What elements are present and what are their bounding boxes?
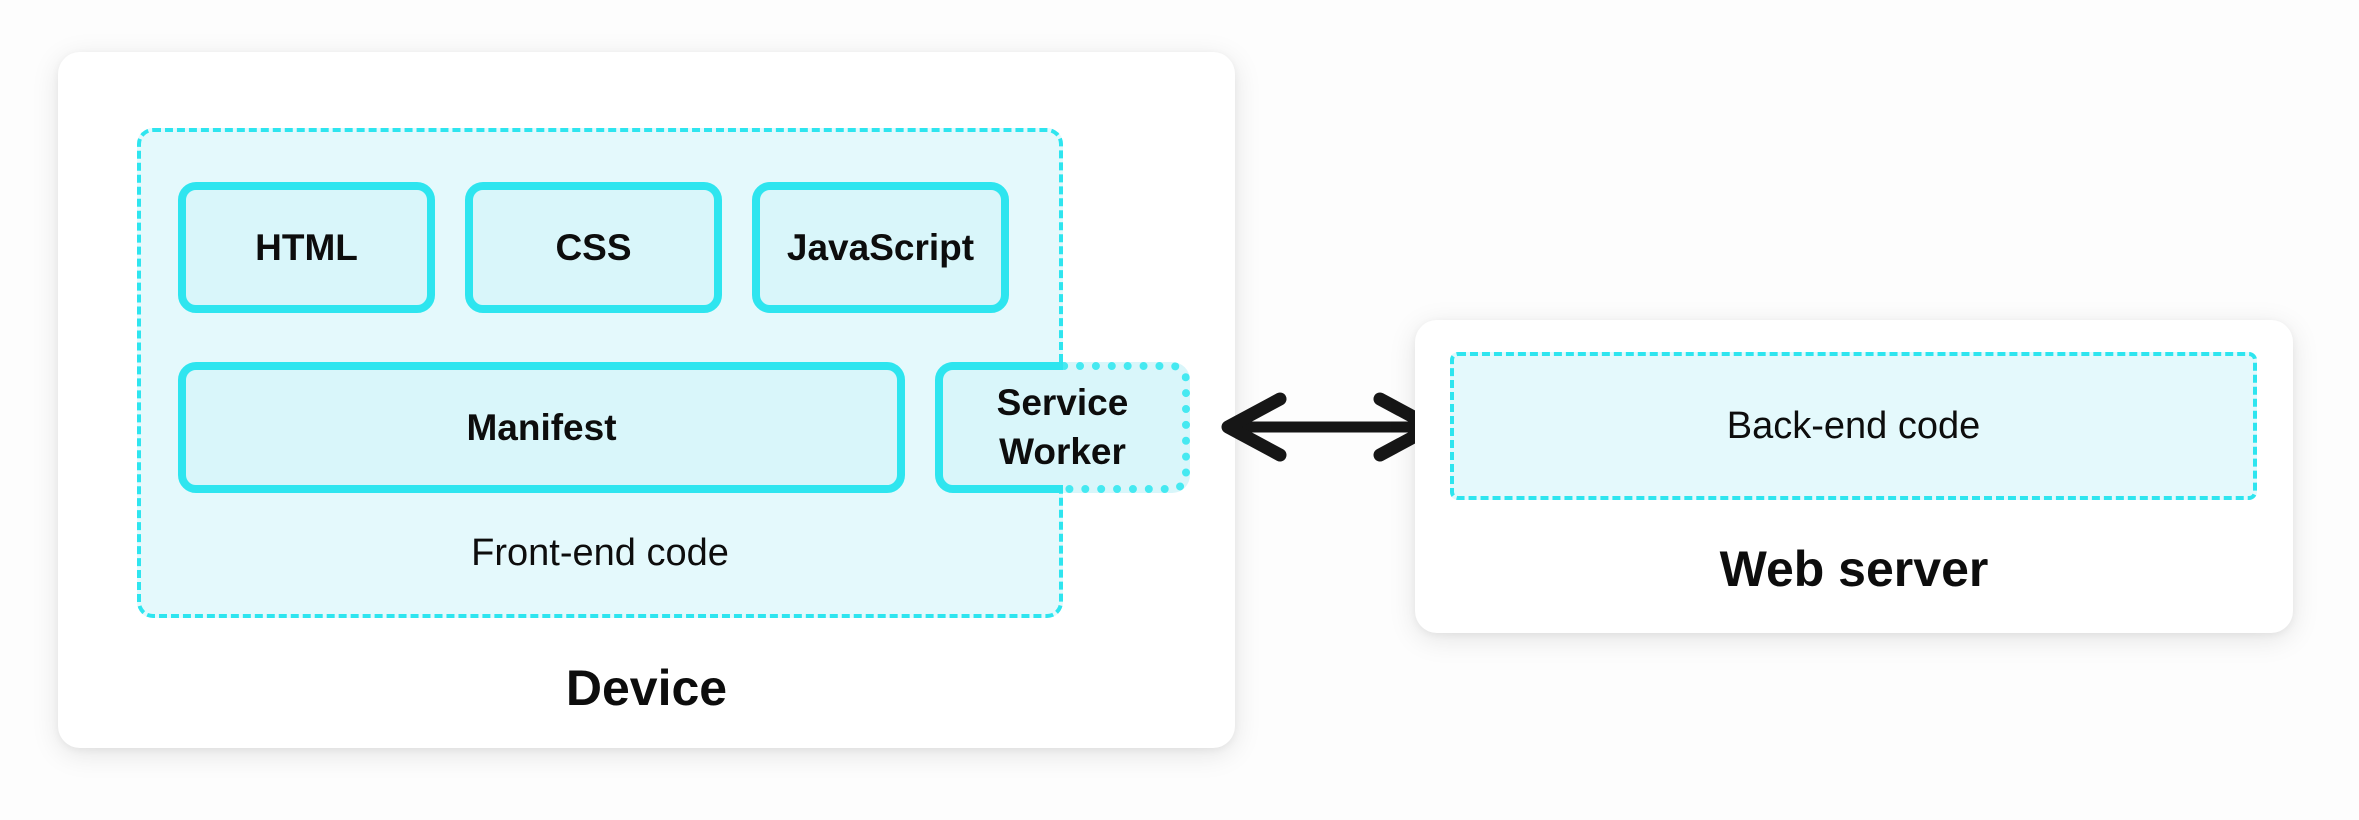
frontend-code-container: HTML CSS JavaScript Manifest Front-end c…	[137, 128, 1063, 618]
frontend-code-label: Front-end code	[471, 531, 729, 574]
manifest-label: Manifest	[466, 406, 617, 448]
service-worker-box: Service Worker	[935, 362, 1190, 493]
service-worker-solid-border	[935, 362, 1064, 493]
web-server-card: Back-end code Web server	[1415, 320, 2293, 633]
html-box: HTML	[178, 182, 435, 313]
backend-code-label: Back-end code	[1726, 404, 1981, 447]
css-label: CSS	[555, 226, 632, 268]
manifest-box: Manifest	[178, 362, 905, 493]
service-worker-label: Service Worker	[996, 381, 1129, 472]
javascript-label: JavaScript	[786, 226, 975, 268]
device-card: HTML CSS JavaScript Manifest Front-end c…	[58, 52, 1235, 748]
backend-code-box: Back-end code	[1450, 352, 2257, 500]
javascript-box: JavaScript	[752, 182, 1009, 313]
device-title: Device	[565, 660, 728, 716]
bidirectional-arrow-icon	[1221, 392, 1439, 462]
css-box: CSS	[465, 182, 722, 313]
web-server-title: Web server	[1719, 541, 1989, 597]
html-label: HTML	[255, 226, 358, 268]
